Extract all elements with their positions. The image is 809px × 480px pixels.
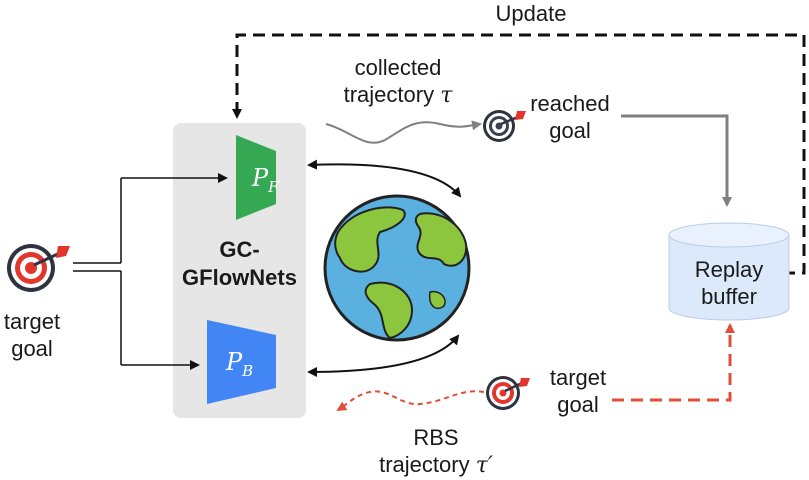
- replay-line1: Replay: [694, 257, 764, 282]
- gcgflownets-line1: GC-: [219, 237, 260, 262]
- collected-line2: trajectory τ: [318, 81, 478, 109]
- update-arrow: [232, 33, 806, 275]
- tau-symbol: τ: [440, 83, 453, 108]
- rbs-trajectory-path: [336, 390, 485, 412]
- collected-trajectory-path: [325, 120, 482, 144]
- gcgflownets-line2: GFlowNets: [182, 265, 297, 290]
- target-left-line1: target: [3, 309, 61, 334]
- target-icon: [486, 376, 530, 410]
- target-right-line2: goal: [557, 392, 599, 417]
- target-left-line2: goal: [11, 336, 53, 361]
- rbs-line2: trajectory τ′: [346, 451, 526, 479]
- target-icon: [483, 110, 526, 142]
- collected-line2-text: trajectory: [343, 82, 435, 107]
- backward-policy-module: [207, 320, 276, 404]
- target-goal-right-label: target goal: [530, 364, 626, 418]
- collected-line1: collected: [354, 55, 442, 80]
- reached-to-buffer-arrow: [621, 114, 732, 207]
- rbs-trajectory-label: RBS trajectory τ′: [346, 424, 526, 479]
- target-right-line1: target: [549, 365, 607, 390]
- backward-symbol: P: [226, 348, 243, 376]
- gcgflownets-title: GC- GFlowNets: [173, 236, 306, 292]
- earth-icon: [323, 194, 471, 342]
- tau-prime-symbol: τ′: [475, 453, 493, 478]
- input-connector: [73, 173, 228, 370]
- replay-line2: buffer: [701, 284, 757, 309]
- target-goal-left-label: target goal: [0, 308, 64, 362]
- goal-to-buffer-arrow: [612, 323, 735, 402]
- replay-buffer-icon: [668, 222, 790, 321]
- backward-env-arrow: [307, 334, 460, 377]
- replay-buffer-label: Replay buffer: [669, 256, 789, 310]
- target-icon: [7, 244, 70, 292]
- forward-policy-module: [236, 135, 276, 220]
- backward-policy-label: PB: [226, 348, 253, 385]
- rbs-line2-text: trajectory: [379, 452, 470, 477]
- reached-line2: goal: [549, 118, 591, 143]
- reached-goal-label: reached goal: [515, 90, 625, 144]
- backward-subscript: B: [242, 361, 254, 380]
- collected-trajectory-label: collected trajectory τ: [318, 54, 478, 109]
- forward-policy-label: PF: [252, 164, 279, 201]
- rbs-line1: RBS: [413, 425, 459, 450]
- forward-env-arrow: [307, 159, 462, 198]
- forward-symbol: P: [252, 164, 269, 192]
- update-label: Update: [495, 1, 567, 26]
- forward-subscript: F: [268, 177, 279, 196]
- reached-line1: reached: [530, 91, 610, 116]
